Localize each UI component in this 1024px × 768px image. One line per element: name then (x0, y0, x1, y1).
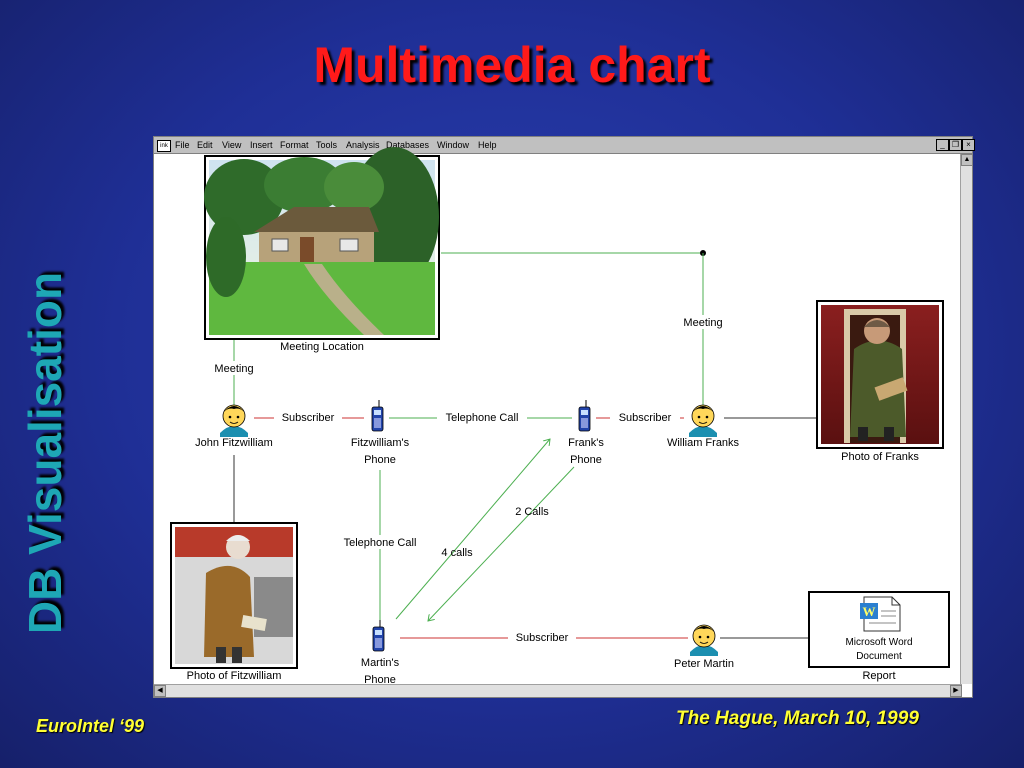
menu-databases[interactable]: Databases (386, 140, 430, 150)
label-subscriber-3: Subscriber (516, 632, 569, 644)
label-word-doc-1: Microsoft Word (845, 637, 912, 648)
person-icon (220, 404, 248, 437)
footer-left: EuroIntel ‘99 (36, 716, 145, 736)
svg-text:W: W (863, 604, 876, 619)
report-node[interactable]: W Microsoft Word Document Report (808, 591, 950, 682)
label-fitz-phone-1: Fitzwilliam's (351, 437, 410, 449)
fitzwilliam-photo (175, 527, 293, 664)
photo-fitzwilliam-node[interactable]: Photo of Fitzwilliam (170, 522, 298, 682)
label-telephone-call-2: Telephone Call (344, 537, 417, 549)
label-photo-fitz: Photo of Fitzwilliam (187, 670, 282, 682)
label-frank-phone-1: Frank's (568, 437, 604, 449)
footer-right: The Hague, March 10, 1999 (676, 708, 919, 729)
menu-analysis[interactable]: Analysis (346, 140, 380, 150)
person-icon (689, 404, 717, 437)
link-labels: Meeting Meeting Subscriber Telephone Cal… (206, 315, 730, 644)
label-2-calls: 2 Calls (515, 506, 549, 518)
label-subscriber-2: Subscriber (619, 412, 672, 424)
scroll-up-icon[interactable]: ▲ (961, 154, 973, 166)
label-meeting-location: Meeting Location (280, 341, 364, 353)
app-window: ink File Edit View Insert Format Tools A… (153, 136, 975, 698)
app-icon[interactable]: ink (157, 140, 171, 152)
menu-view[interactable]: View (222, 140, 242, 150)
label-subscriber-1: Subscriber (282, 412, 335, 424)
menu-window[interactable]: Window (437, 140, 470, 150)
close-icon[interactable]: × (962, 139, 975, 151)
menu-file[interactable]: File (175, 140, 190, 150)
label-martin-phone-2: Phone (364, 674, 396, 685)
diagram-canvas: Meeting Meeting Subscriber Telephone Cal… (170, 147, 950, 685)
label-photo-franks: Photo of Franks (841, 451, 919, 463)
label-word-doc-2: Document (856, 651, 902, 662)
person-icon (690, 624, 718, 656)
vertical-scrollbar[interactable]: ▲ (960, 154, 973, 684)
label-william: William Franks (667, 437, 740, 449)
link-4-calls[interactable] (395, 439, 550, 620)
label-report: Report (862, 670, 895, 682)
menu-help[interactable]: Help (478, 140, 497, 150)
martin-phone-node[interactable]: Martin's Phone (361, 620, 400, 685)
label-meeting-left: Meeting (214, 363, 253, 375)
horizontal-scrollbar[interactable]: ◀ ▶ (154, 684, 962, 697)
john-fitzwilliam-node[interactable]: John Fitzwilliam (195, 404, 273, 449)
mobile-phone-icon (578, 400, 591, 432)
word-document-icon: W (860, 596, 901, 632)
label-4-calls: 4 calls (441, 547, 473, 559)
slide-title: Multimedia chart (313, 37, 711, 93)
peter-martin-node[interactable]: Peter Martin (674, 624, 734, 670)
label-fitz-phone-2: Phone (364, 454, 396, 466)
mobile-phone-icon (372, 620, 385, 652)
label-frank-phone-2: Phone (570, 454, 602, 466)
scroll-right-icon[interactable]: ▶ (950, 685, 962, 697)
frank-phone-node[interactable]: Frank's Phone (568, 400, 604, 466)
link-2-calls[interactable] (428, 466, 575, 621)
william-franks-node[interactable]: William Franks (667, 404, 740, 449)
house-photo (204, 147, 439, 335)
photo-franks-node[interactable]: Photo of Franks (816, 300, 944, 463)
label-martin-phone-1: Martin's (361, 657, 400, 669)
scroll-left-icon[interactable]: ◀ (154, 685, 166, 697)
label-peter: Peter Martin (674, 658, 734, 670)
label-john: John Fitzwilliam (195, 437, 273, 449)
fitzwilliam-phone-node[interactable]: Fitzwilliam's Phone (351, 400, 410, 466)
mobile-phone-icon (371, 400, 384, 432)
menu-edit[interactable]: Edit (197, 140, 213, 150)
meeting-location-node[interactable]: Meeting Location (204, 147, 440, 353)
franks-photo (821, 305, 939, 444)
restore-icon[interactable]: ❐ (949, 139, 962, 151)
label-meeting-right: Meeting (683, 317, 722, 329)
menu-insert[interactable]: Insert (250, 140, 273, 150)
minimize-icon[interactable]: _ (936, 139, 949, 151)
menu-format[interactable]: Format (280, 140, 309, 150)
menu-tools[interactable]: Tools (316, 140, 338, 150)
menu-bar: ink File Edit View Insert Format Tools A… (154, 137, 975, 154)
label-telephone-call-1: Telephone Call (446, 412, 519, 424)
side-title: DB Visualisation (19, 271, 71, 635)
